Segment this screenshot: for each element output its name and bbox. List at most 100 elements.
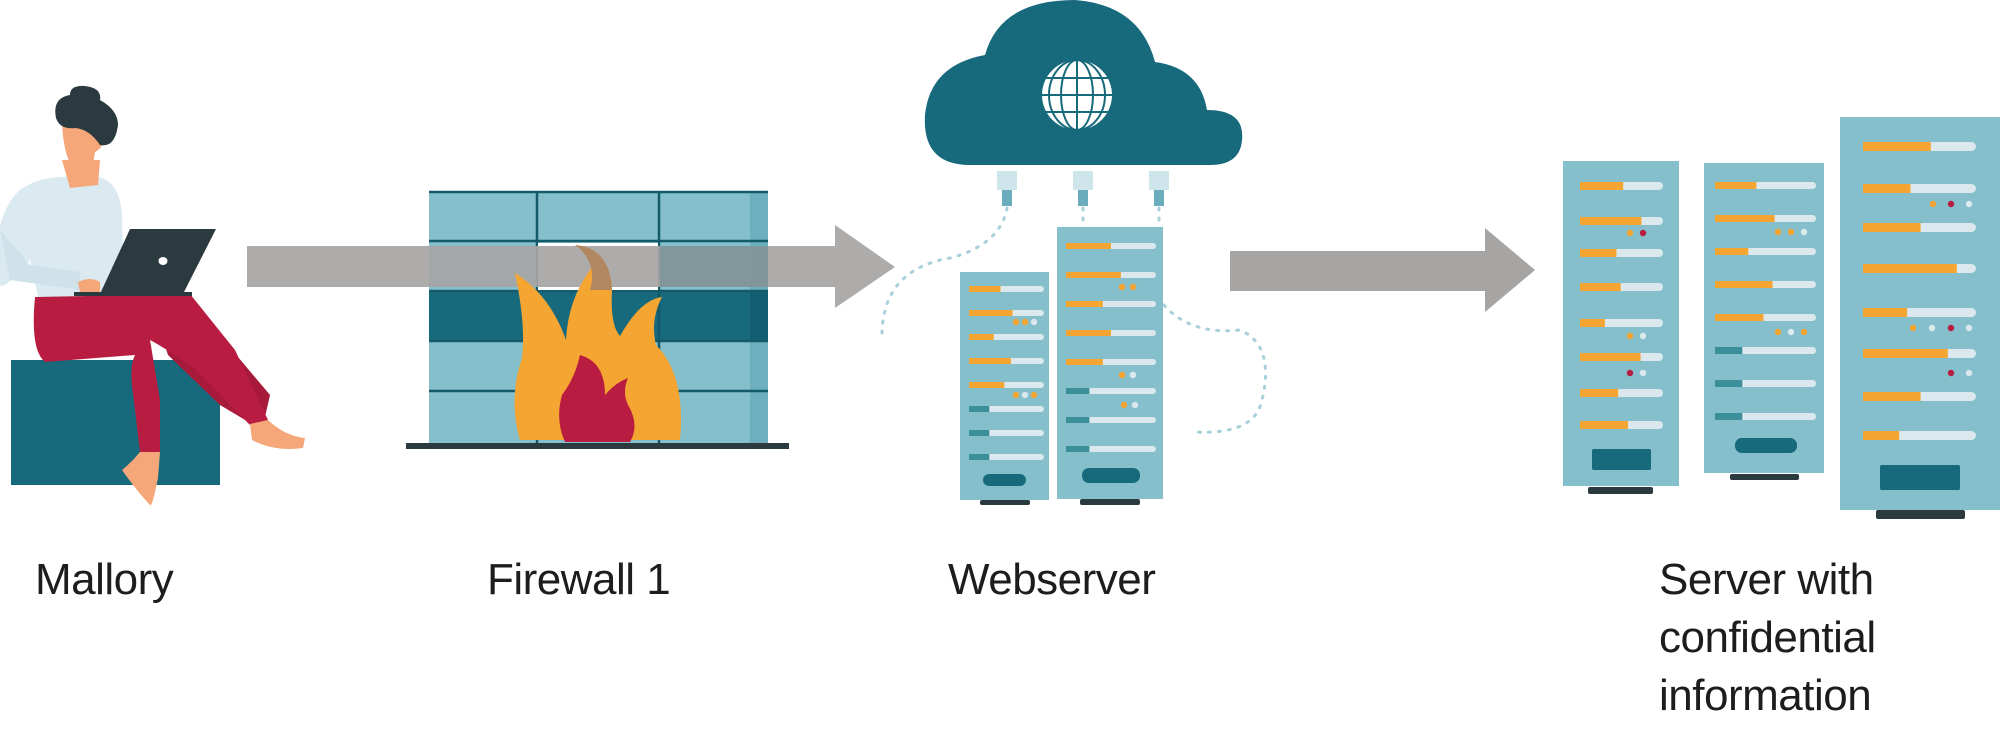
server-foot bbox=[1080, 499, 1140, 505]
firewall-grid bbox=[429, 190, 768, 444]
server-bar-fill bbox=[1066, 272, 1121, 278]
server-drive-slot bbox=[1082, 468, 1140, 483]
server-status-light bbox=[1012, 391, 1020, 399]
server-status-light bbox=[1787, 328, 1795, 336]
server-bar-fill bbox=[1066, 330, 1111, 336]
server-status-light bbox=[1030, 391, 1038, 399]
back-foot bbox=[122, 452, 160, 506]
server-status-light bbox=[1131, 401, 1139, 409]
server-status-light bbox=[1965, 324, 1973, 332]
label-line: information bbox=[1659, 671, 1872, 720]
server-foot bbox=[980, 500, 1030, 505]
server-status-light bbox=[1787, 228, 1795, 236]
server-status-light bbox=[1947, 324, 1955, 332]
label-mallory: Mallory bbox=[35, 551, 174, 609]
server-status-light bbox=[1965, 200, 1973, 208]
server-bar-fill bbox=[1863, 308, 1908, 317]
server-status-light bbox=[1626, 369, 1634, 377]
server-status-light bbox=[1800, 228, 1808, 236]
server-bar-fill bbox=[1066, 301, 1103, 307]
server-bar-fill bbox=[1715, 182, 1757, 189]
server-bar-fill bbox=[1715, 413, 1743, 420]
server-drive-slot bbox=[1880, 465, 1960, 490]
label-webserver: Webserver bbox=[948, 551, 1156, 609]
firewall-base bbox=[406, 443, 789, 449]
server-status-light bbox=[1928, 324, 1936, 332]
server-bar-fill bbox=[969, 430, 990, 436]
hand bbox=[78, 279, 100, 292]
cloud-icon bbox=[924, 0, 1243, 165]
server-status-light bbox=[1118, 283, 1126, 291]
server-bar-fill bbox=[1066, 243, 1111, 249]
server-bar-fill bbox=[1715, 248, 1749, 255]
server-status-light bbox=[1947, 369, 1955, 377]
server-bar-fill bbox=[1863, 223, 1921, 232]
hair bbox=[55, 85, 118, 146]
network-cables bbox=[880, 206, 1267, 434]
servers-group bbox=[960, 117, 2000, 519]
server-status-light bbox=[1774, 328, 1782, 336]
server-bar-fill bbox=[1580, 389, 1619, 397]
arrow-mallory-to-webserver bbox=[247, 225, 895, 308]
server-drive-slot bbox=[1592, 449, 1651, 470]
server-status-light bbox=[1909, 324, 1917, 332]
server-rack-webserver-right bbox=[1057, 227, 1163, 505]
server-status-light bbox=[1929, 200, 1937, 208]
server-bar-fill bbox=[1580, 217, 1642, 225]
server-bar-fill bbox=[969, 334, 994, 340]
server-status-light bbox=[1947, 200, 1955, 208]
server-foot bbox=[1588, 487, 1653, 494]
server-foot bbox=[1730, 474, 1799, 480]
server-bar-fill bbox=[1863, 392, 1921, 401]
server-bar-fill bbox=[1715, 281, 1773, 288]
server-bar-fill bbox=[1580, 249, 1617, 257]
server-drive-slot bbox=[1735, 438, 1797, 453]
flame-inner bbox=[559, 355, 635, 442]
shirt bbox=[0, 176, 124, 305]
server-status-light bbox=[1639, 369, 1647, 377]
server-bar-fill bbox=[1715, 347, 1743, 354]
laptop-icon bbox=[100, 229, 216, 294]
label-line: Firewall 1 bbox=[487, 555, 671, 604]
server-foot bbox=[1876, 510, 1965, 519]
server-bar-fill bbox=[1066, 446, 1090, 452]
server-status-light bbox=[1800, 328, 1808, 336]
label-line: Server with bbox=[1659, 555, 1874, 604]
server-bar-fill bbox=[1580, 182, 1624, 190]
server-bar-fill bbox=[1863, 142, 1931, 151]
server-drive-slot bbox=[983, 474, 1026, 486]
arm bbox=[0, 230, 80, 290]
mallory-figure bbox=[0, 85, 305, 506]
server-rack-webserver-left bbox=[960, 272, 1049, 505]
server-bar-fill bbox=[1863, 184, 1911, 193]
label-line: Mallory bbox=[35, 555, 174, 604]
server-bar-fill bbox=[969, 286, 1001, 292]
server-bar-fill bbox=[1066, 417, 1090, 423]
label-line: Webserver bbox=[948, 555, 1156, 604]
server-status-light bbox=[1639, 229, 1647, 237]
cloud-connectors bbox=[997, 171, 1169, 206]
server-bar-fill bbox=[1715, 215, 1775, 222]
server-status-light bbox=[1030, 318, 1038, 326]
server-bar-fill bbox=[1863, 431, 1900, 440]
server-bar-fill bbox=[969, 310, 1013, 316]
server-status-light bbox=[1626, 332, 1634, 340]
server-bar-fill bbox=[1863, 264, 1957, 273]
server-status-light bbox=[1021, 318, 1029, 326]
server-bar-fill bbox=[969, 382, 1005, 388]
server-bar-fill bbox=[1580, 421, 1629, 429]
flame-outer bbox=[514, 245, 681, 440]
server-status-light bbox=[1626, 229, 1634, 237]
server-bar-fill bbox=[1066, 388, 1090, 394]
laptop-logo bbox=[158, 257, 168, 265]
server-rack-confidential-b bbox=[1704, 163, 1824, 480]
laptop-base bbox=[74, 292, 192, 296]
arrow-webserver-to-confidential-server bbox=[1230, 228, 1535, 312]
label-line: confidential bbox=[1659, 613, 1876, 662]
server-status-light bbox=[1129, 371, 1137, 379]
label-confidential-server: Server with confidential information bbox=[1659, 551, 1876, 725]
server-status-light bbox=[1129, 283, 1137, 291]
server-bar-fill bbox=[969, 454, 990, 460]
pants bbox=[33, 294, 268, 452]
